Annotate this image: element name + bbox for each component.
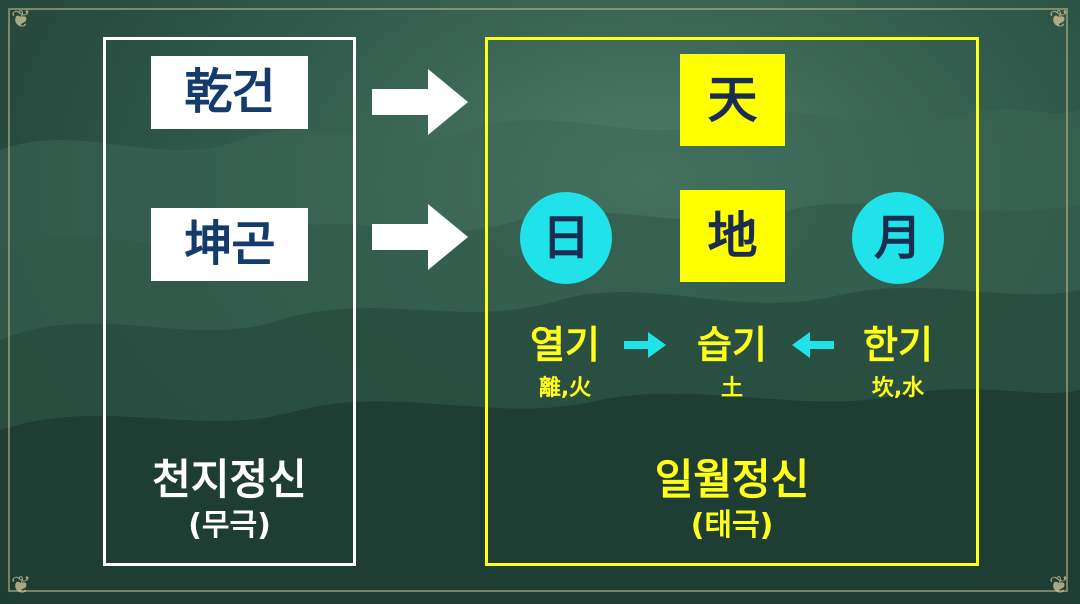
left-caption-sub: (무극) <box>188 508 271 543</box>
right-arrow-icon <box>372 204 468 270</box>
moon-circle: 月 <box>852 192 944 284</box>
small-right-arrow-icon <box>624 332 666 358</box>
left-panel-frame <box>103 37 356 566</box>
right-panel-frame <box>485 37 979 566</box>
label-geon: 乾건 <box>151 56 308 129</box>
qi-sub-heat: 離,火 <box>538 376 592 401</box>
ornament-icon: ❦ <box>10 5 32 33</box>
qi-label-humidity: 습기 <box>697 323 767 367</box>
qi-sub-humidity: 土 <box>720 376 743 401</box>
left-caption-main: 천지정신 <box>152 455 307 504</box>
label-gon: 坤곤 <box>151 208 308 281</box>
sun-circle: 日 <box>520 192 612 284</box>
small-left-arrow-icon <box>792 332 834 358</box>
right-arrow-icon <box>372 69 468 135</box>
qi-label-heat: 열기 <box>530 323 600 367</box>
ornament-icon: ❦ <box>1048 571 1070 599</box>
decorative-frame <box>8 8 1068 592</box>
earth-box: 地 <box>680 190 785 282</box>
right-caption-main: 일월정신 <box>654 455 810 504</box>
ornament-icon: ❦ <box>1048 5 1070 33</box>
qi-sub-cold: 坎,水 <box>871 376 925 401</box>
qi-label-cold: 한기 <box>863 323 933 367</box>
heaven-box: 天 <box>680 54 785 146</box>
ornament-icon: ❦ <box>10 571 32 599</box>
right-caption-sub: (태극) <box>690 508 774 543</box>
